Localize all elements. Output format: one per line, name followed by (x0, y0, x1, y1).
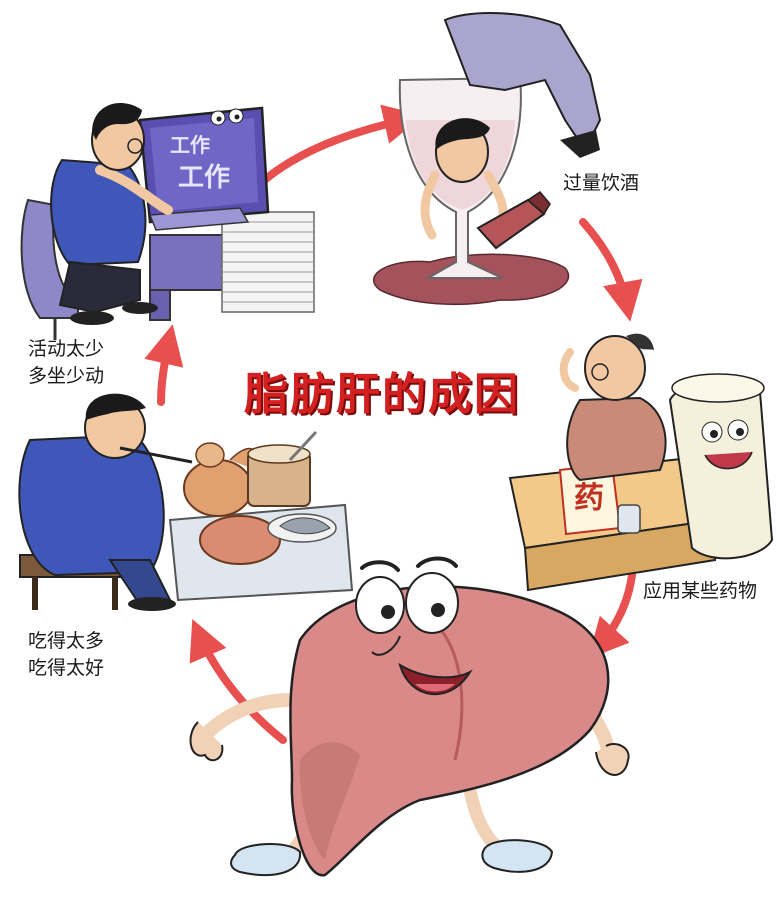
cause-label-overeating-line-1: 吃得太多 (28, 630, 105, 652)
cause-label-medication: 应用某些药物 (643, 578, 757, 605)
alcohol-drinker-illustration (372, 12, 602, 306)
food-dishes (183, 430, 337, 565)
office-worker-illustration: 工作 工作 (20, 103, 315, 340)
capsule-character (668, 373, 774, 560)
cause-label-overeating-line-2: 吃得太好 (28, 657, 105, 679)
computer-monitor: 工作 工作 (138, 106, 270, 224)
medicine-sign: 药 (558, 462, 622, 536)
overeating-illustration (18, 393, 354, 611)
monitor-text-big: 工作 (178, 163, 230, 193)
monitor-text-small: 工作 (170, 133, 210, 157)
cause-label-alcohol: 过量饮酒 (563, 170, 639, 197)
arrow-alcohol-to-medication (579, 218, 643, 322)
arrow-liver-to-eating (189, 618, 287, 744)
cause-label-overeating: 吃得太多 吃得太好 (28, 628, 104, 682)
diagram-title: 脂肪肝的成因 (244, 369, 520, 420)
cause-label-inactivity-line-2: 多坐少动 (28, 365, 105, 387)
liver-character (189, 556, 630, 877)
arrow-work-to-alcohol (258, 104, 424, 186)
arrow-medication-to-liver (587, 571, 636, 659)
cause-label-alcohol-line-1: 过量饮酒 (563, 172, 640, 194)
cause-label-inactivity: 活动太少 多坐少动 (28, 336, 104, 390)
arrow-eating-to-work (144, 324, 184, 406)
cause-label-medication-line-1: 应用某些药物 (643, 580, 758, 602)
medicine-sign-text: 药 (574, 481, 604, 516)
medication-illustration: 药 (508, 333, 774, 592)
cause-label-inactivity-line-1: 活动太少 (28, 338, 105, 360)
